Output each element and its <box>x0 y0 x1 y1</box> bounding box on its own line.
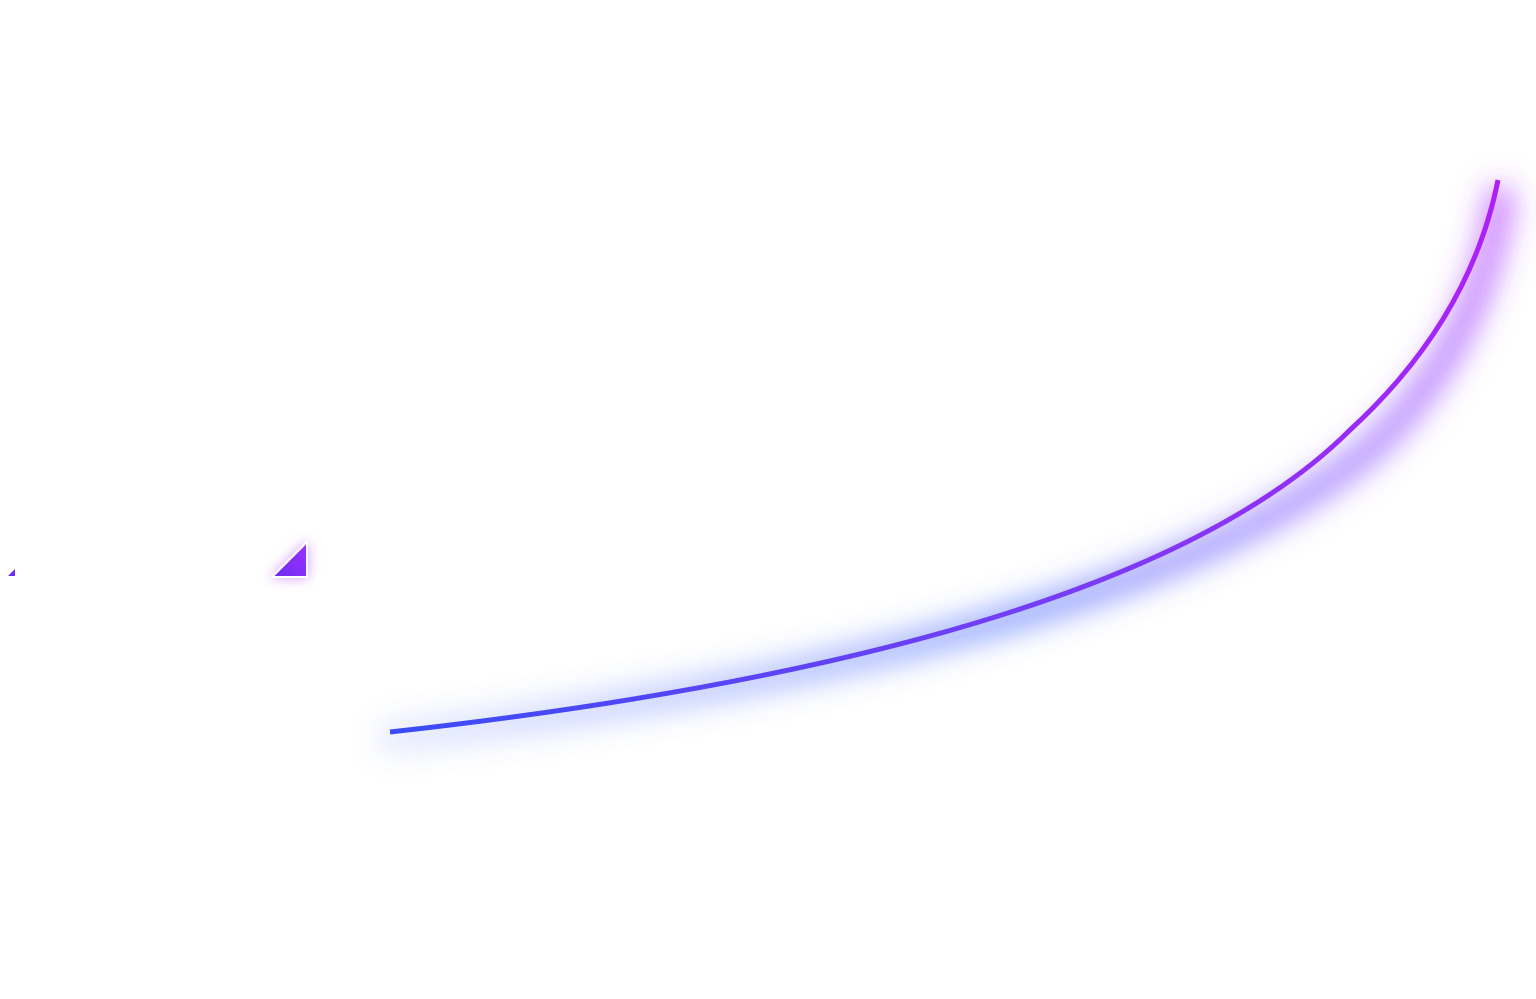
triangle-shape <box>271 541 308 578</box>
tiny-triangle-shape <box>8 569 15 576</box>
gradient-curve <box>389 179 1501 735</box>
curve-glow <box>377 185 1515 753</box>
